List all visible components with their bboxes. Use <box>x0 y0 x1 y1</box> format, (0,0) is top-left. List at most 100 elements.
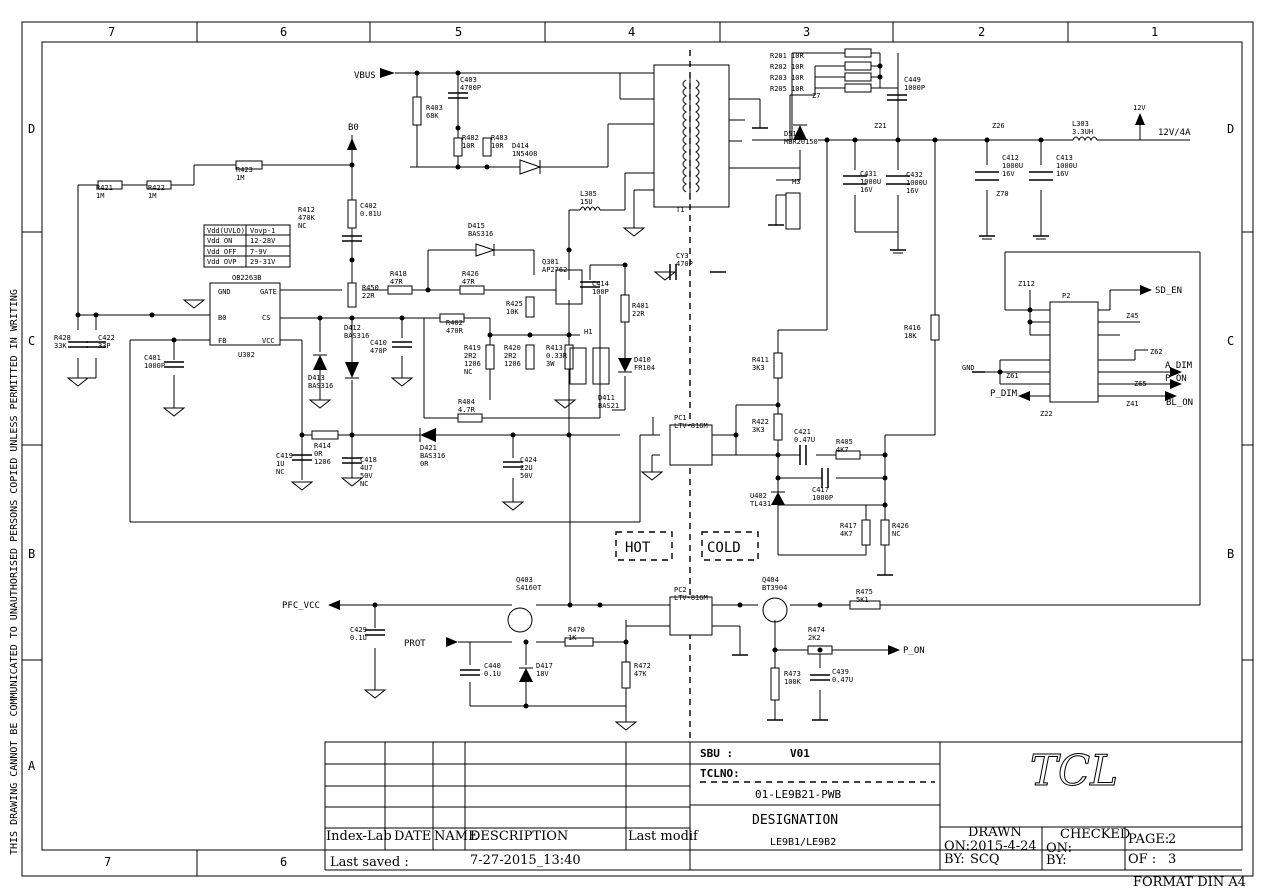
drawn-label: DRAWN <box>968 825 1022 840</box>
rev-col-description: DESCRIPTION <box>470 829 568 844</box>
col-label-5: 5 <box>455 25 462 39</box>
net-vbus: VBUS <box>354 71 376 81</box>
col-bottom-7: 7 <box>104 855 111 869</box>
component-label-z21: Z21 <box>874 122 887 130</box>
tcl-logo: TCL <box>1030 746 1118 795</box>
checked-on-label: ON: <box>1046 841 1072 856</box>
svg-text:GND: GND <box>218 288 231 296</box>
svg-text:Vdd ON: Vdd ON <box>207 237 232 245</box>
checked-label: CHECKED <box>1060 827 1130 842</box>
row-label-b-right: B <box>1227 547 1234 561</box>
row-label-d-right: D <box>1227 122 1234 136</box>
net-p-dim: P_DIM <box>990 389 1018 399</box>
column-ruler-bottom: 7 6 <box>104 850 287 876</box>
component-label-h3: H3 <box>792 178 800 186</box>
net-12v-4a: 12V/4A <box>1158 128 1191 138</box>
designation-label: DESIGNATION <box>752 813 838 828</box>
copyright-notice: THIS DRAWING CANNOT BE COMMUNICATED TO U… <box>9 289 20 855</box>
net-12v: 12V <box>1133 104 1146 112</box>
cold-label: COLD <box>707 540 741 556</box>
row-label-c-right: C <box>1227 334 1234 348</box>
component-label-r201: R201 10R <box>770 52 805 60</box>
last-saved-value: 7-27-2015_13:40 <box>470 853 581 868</box>
ic-and-misc <box>203 192 1099 636</box>
component-label-z7: Z7 <box>812 92 820 100</box>
component-label-z65: Z65 <box>1134 380 1147 388</box>
tclno-value: 01-LE9B21-PWB <box>755 788 841 801</box>
col-label-1: 1 <box>1151 25 1158 39</box>
checked-by-label: BY: <box>1046 853 1067 868</box>
col-label-7: 7 <box>108 25 115 39</box>
of-label: OF : <box>1128 852 1156 867</box>
component-label-z45: Z45 <box>1126 312 1139 320</box>
capacitors <box>68 92 1053 681</box>
svg-text:FB: FB <box>218 337 226 345</box>
component-label-h1: H1 <box>584 328 592 336</box>
component-label-p2: P2 <box>1062 292 1070 300</box>
component-label-z61: Z61 <box>1006 372 1019 380</box>
component-label-z22: Z22 <box>1040 410 1053 418</box>
format-label: FORMAT DIN A4 <box>1133 875 1246 890</box>
tclno-label: TCLNO: <box>700 767 740 780</box>
row-label-d: D <box>28 122 35 136</box>
drawn-by-value: SCQ <box>970 852 1000 867</box>
col-label-6: 6 <box>280 25 287 39</box>
svg-text:CS: CS <box>262 314 270 322</box>
component-label-r202: R202 10R <box>770 63 805 71</box>
component-label-z26: Z26 <box>992 122 1005 130</box>
net-bl-on: BL_ON <box>1166 398 1193 408</box>
last-saved-label: Last saved : <box>330 855 409 870</box>
component-label-r203: R203 10R <box>770 74 805 82</box>
col-label-3: 3 <box>803 25 810 39</box>
sbu-label: SBU : <box>700 747 733 760</box>
col-label-4: 4 <box>628 25 635 39</box>
ic-ref: U302 <box>238 351 255 359</box>
ic-text: OB2263B U302 GND B0 FB GATE CS VCC <box>218 274 277 359</box>
rev-col-index: Index-Lab <box>326 829 392 844</box>
drawn-on-label: ON: <box>944 839 970 854</box>
net-gnd-p2: GND <box>962 364 975 372</box>
net-arrows <box>328 68 1182 655</box>
rev-col-name: NAME <box>434 829 478 844</box>
component-label-z112: Z112 <box>1018 280 1035 288</box>
row-label-c: C <box>28 334 35 348</box>
net-sd-en: SD_EN <box>1155 286 1182 296</box>
of-value: 3 <box>1168 852 1176 867</box>
col-bottom-6: 6 <box>280 855 287 869</box>
title-block: Index-Lab DATE NAME DESCRIPTION Last mod… <box>324 741 1243 871</box>
